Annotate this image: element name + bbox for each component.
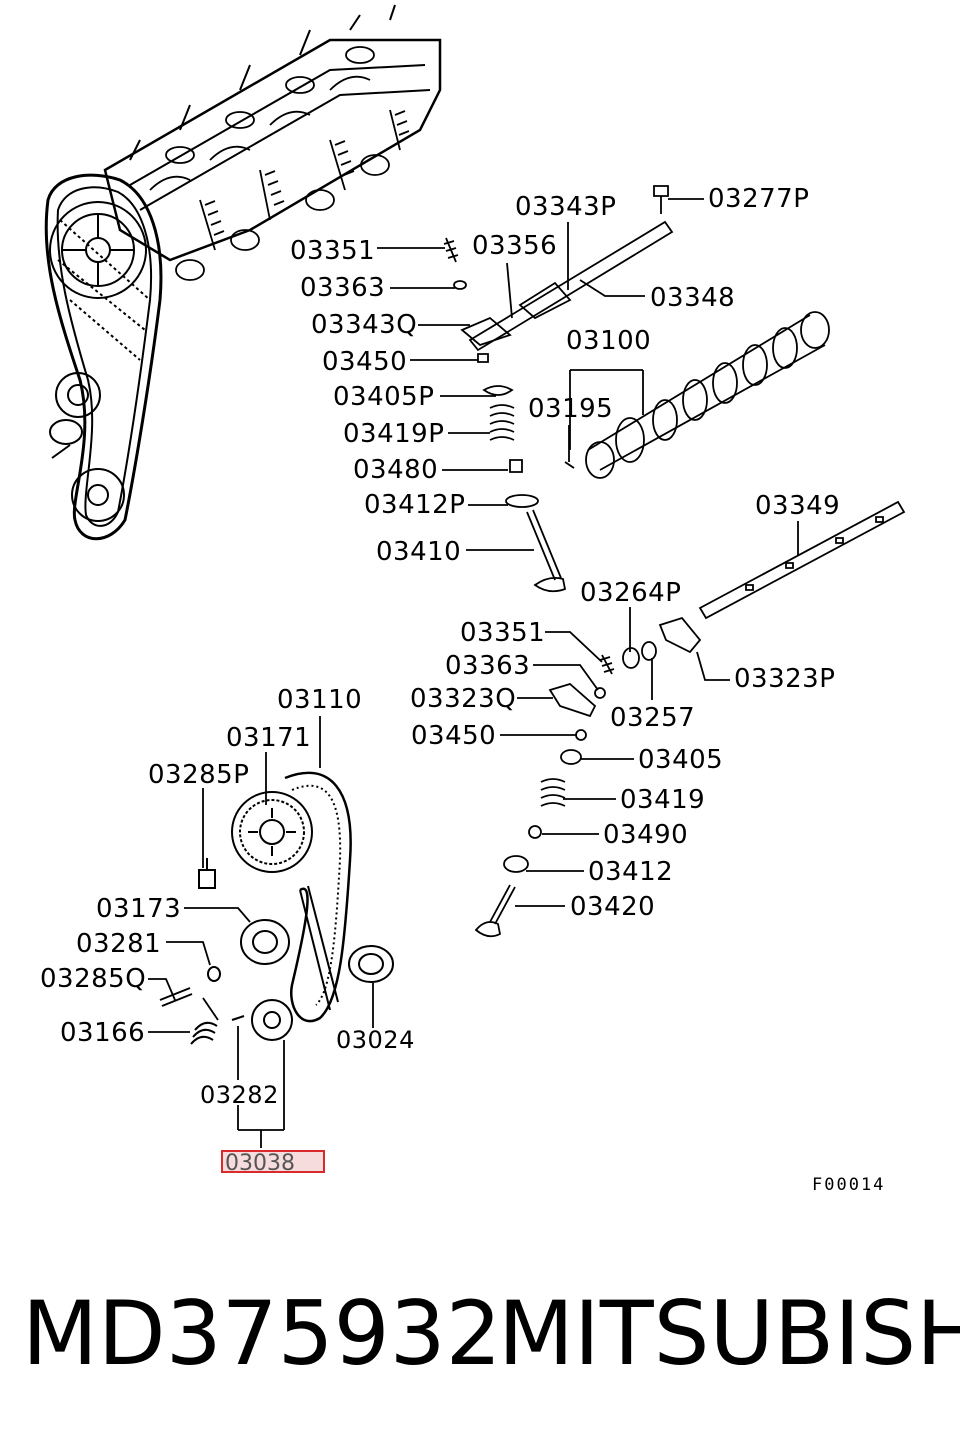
highlighted-part-label: 03038 [225, 1151, 295, 1176]
label-03257[interactable]: 03257 [610, 703, 696, 733]
label-03405[interactable]: 03405 [638, 745, 724, 775]
label-03343P[interactable]: 03343P [515, 192, 617, 222]
label-03348[interactable]: 03348 [650, 283, 736, 313]
label-03410[interactable]: 03410 [376, 537, 462, 567]
label-03171[interactable]: 03171 [226, 723, 312, 753]
highlighted-part-box[interactable]: 03038 [221, 1150, 325, 1176]
label-03277P[interactable]: 03277P [708, 184, 810, 214]
part-number: MD375932 [22, 1282, 502, 1385]
engine-head-drawing [46, 5, 440, 539]
label-03323P[interactable]: 03323P [734, 664, 836, 694]
label-03412P[interactable]: 03412P [364, 490, 466, 520]
label-03363-upper[interactable]: 03363 [300, 273, 386, 303]
label-03166[interactable]: 03166 [60, 1018, 146, 1048]
label-03450-upper[interactable]: 03450 [322, 347, 408, 377]
exploded-parts-diagram [0, 0, 960, 1230]
exhaust-parts [476, 618, 700, 936]
leader-lines [148, 199, 798, 1148]
label-03490[interactable]: 03490 [603, 820, 689, 850]
brand-name: MITSUBISHI [498, 1282, 960, 1385]
label-03285P[interactable]: 03285P [148, 760, 250, 790]
label-03282[interactable]: 03282 [200, 1081, 279, 1109]
label-03480[interactable]: 03480 [353, 455, 439, 485]
timing-belt-kit [160, 773, 393, 1044]
label-03419P[interactable]: 03419P [343, 419, 445, 449]
label-03281[interactable]: 03281 [76, 929, 162, 959]
label-03351-lower[interactable]: 03351 [460, 618, 546, 648]
label-03351-upper[interactable]: 03351 [290, 236, 376, 266]
label-03450-lower[interactable]: 03450 [411, 721, 497, 751]
label-03343Q[interactable]: 03343Q [311, 310, 418, 340]
label-03419[interactable]: 03419 [620, 785, 706, 815]
label-03110[interactable]: 03110 [277, 685, 363, 715]
label-03173[interactable]: 03173 [96, 894, 182, 924]
label-03024[interactable]: 03024 [336, 1026, 415, 1054]
upper-parts [444, 186, 904, 618]
label-03405P[interactable]: 03405P [333, 382, 435, 412]
label-03323Q[interactable]: 03323Q [410, 684, 517, 714]
label-03349[interactable]: 03349 [755, 491, 841, 521]
figure-code: F00014 [812, 1175, 886, 1195]
label-03195[interactable]: 03195 [528, 394, 614, 424]
label-03285Q[interactable]: 03285Q [40, 964, 147, 994]
label-03412[interactable]: 03412 [588, 857, 674, 887]
label-03356[interactable]: 03356 [472, 231, 558, 261]
label-03264P[interactable]: 03264P [580, 578, 682, 608]
label-03363-lower[interactable]: 03363 [445, 651, 531, 681]
label-03420[interactable]: 03420 [570, 892, 656, 922]
label-03100[interactable]: 03100 [566, 326, 652, 356]
